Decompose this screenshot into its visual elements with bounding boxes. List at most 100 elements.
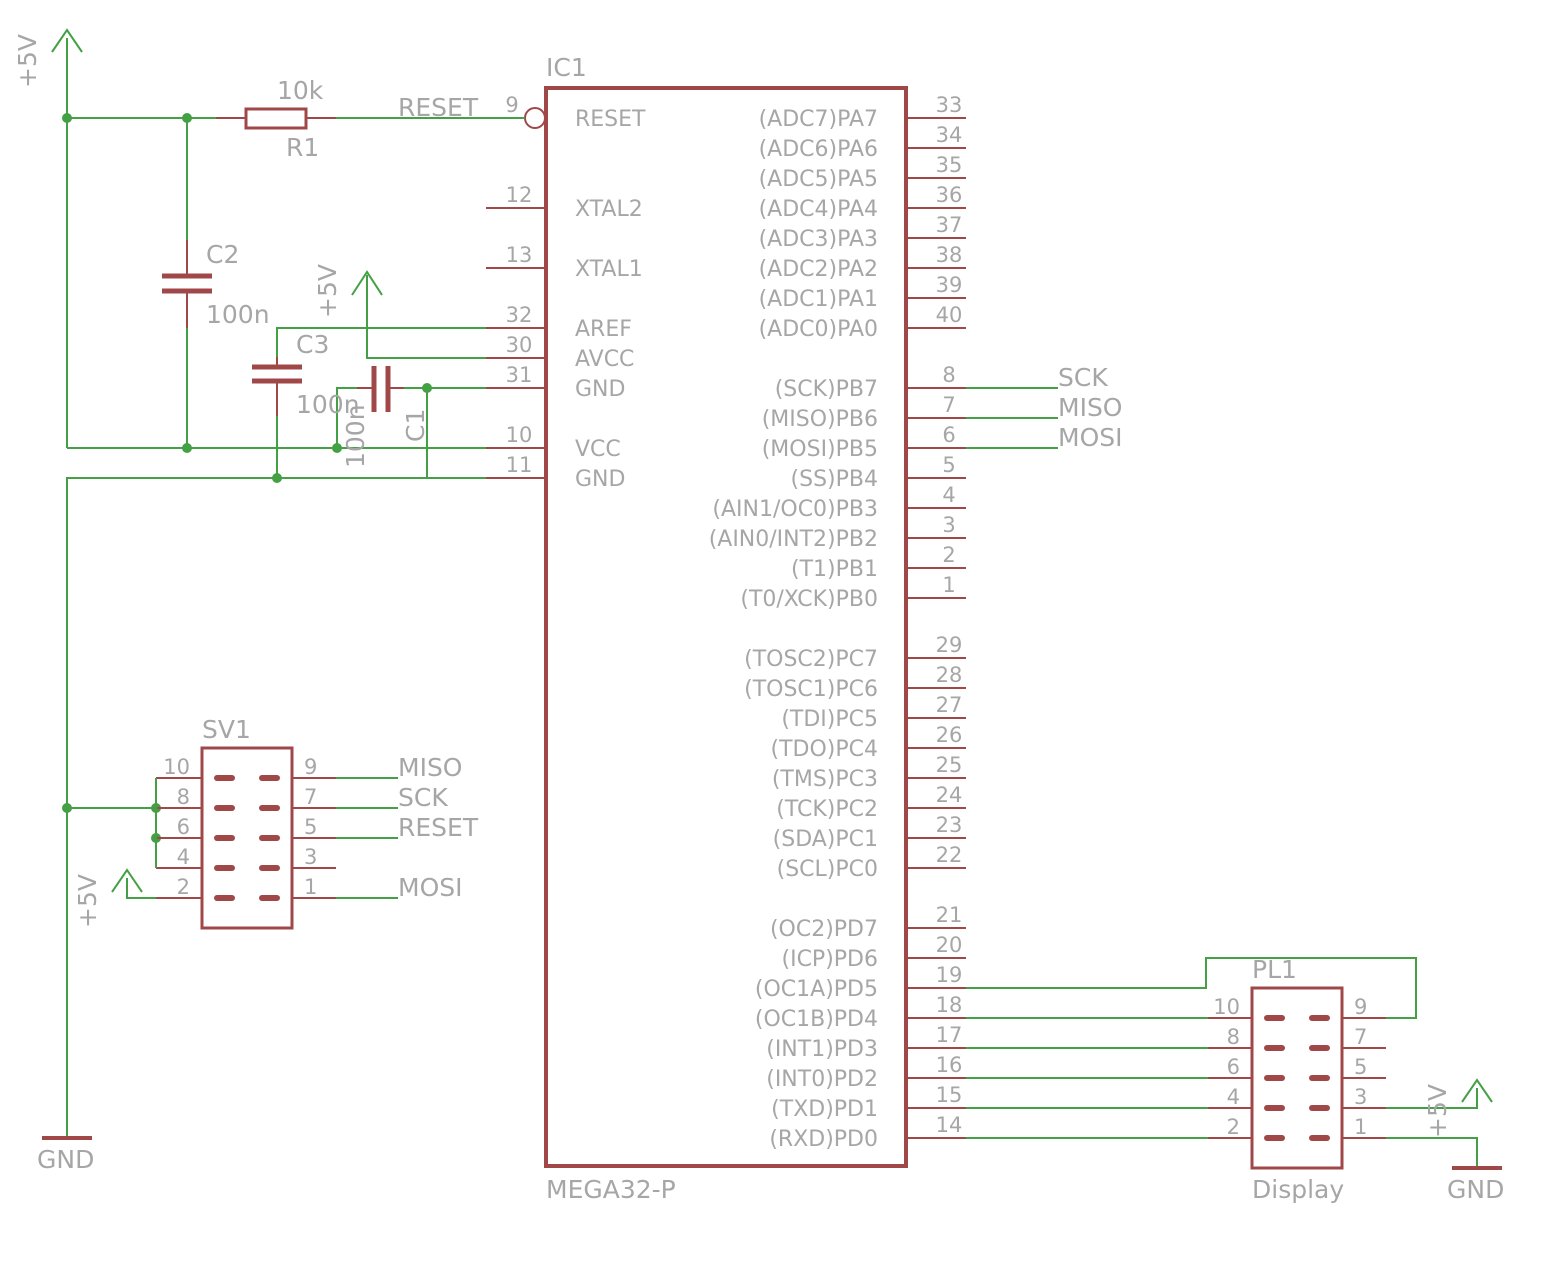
pl1-pin-number: 4 (1227, 1085, 1240, 1109)
ic1-pin-number: 15 (936, 1083, 963, 1107)
pl1-pin-number: 3 (1354, 1085, 1367, 1109)
pl1-pin-number: 8 (1227, 1025, 1240, 1049)
c1-ref: C1 (401, 409, 430, 442)
ic1-pin-number: 19 (936, 963, 963, 987)
ic1-pin-number: 23 (936, 813, 963, 837)
ic1-pin-number: 34 (936, 123, 963, 147)
ic1-pin-name: (ADC3)PA3 (759, 227, 878, 252)
reset-inversion-bubble (524, 107, 546, 129)
ic1-pin-number: 33 (936, 93, 963, 117)
ic1-pin-name: GND (575, 467, 625, 492)
ic1-pin-number: 26 (936, 723, 963, 747)
junction (182, 443, 192, 453)
c2-value: 100n (206, 300, 270, 329)
ic1-pin-name: (ADC5)PA5 (759, 167, 878, 192)
ic1-symbol: IC1 MEGA32-P RESET9XTAL212XTAL113AREF32A… (486, 53, 966, 1204)
pl1-pin-number: 5 (1354, 1055, 1367, 1079)
ic1-pin-name: (RXD)PD0 (769, 1127, 878, 1152)
ic1-pin-name: AREF (575, 317, 632, 342)
ic1-pin-name: (ICP)PD6 (782, 947, 879, 972)
capacitor-c2: C2 100n (162, 240, 270, 329)
sv1-pin-number: 9 (304, 755, 317, 779)
pl1-ref: PL1 (1252, 955, 1297, 984)
c3-value: 100n (296, 390, 360, 419)
ic1-pin-number: 28 (936, 663, 963, 687)
pl1-pin-number: 7 (1354, 1025, 1367, 1049)
ic1-pin-name: (ADC0)PA0 (759, 317, 878, 342)
vcc-label-pl1: +5V (1423, 1084, 1452, 1138)
ic1-pin-number: 39 (936, 273, 963, 297)
ic1-pin-number: 17 (936, 1023, 963, 1047)
ic1-pin-name: (ADC7)PA7 (759, 107, 878, 132)
ic1-pin-number: 13 (506, 243, 533, 267)
ic1-pin-name: VCC (575, 437, 621, 462)
spi-nets: SCK MISO MOSI (966, 363, 1123, 452)
ic1-pin-number: 29 (936, 633, 963, 657)
r1-body (244, 107, 308, 130)
ic1-pin-number: 32 (506, 303, 533, 327)
capacitor-c3: C3 100n (252, 330, 360, 419)
ic1-pin-name: GND (575, 377, 625, 402)
ic1-pin-number: 6 (942, 423, 955, 447)
ic1-pin-number: 40 (936, 303, 963, 327)
sv1-pin-number: 7 (304, 785, 317, 809)
ic1-right-pins: (ADC7)PA733(ADC6)PA634(ADC5)PA535(ADC4)P… (709, 93, 966, 1152)
ic1-pin-number: 24 (936, 783, 963, 807)
ic1-pin-name: (ADC1)PA1 (759, 287, 878, 312)
junction (332, 443, 342, 453)
net-label-mosi: MOSI (1058, 423, 1123, 452)
sv1-label-miso: MISO (398, 753, 463, 782)
ic1-pin-number: 14 (936, 1113, 963, 1137)
ic1-pin-name: (SCL)PC0 (777, 857, 878, 882)
ic1-pin-name: (T0/XCK)PB0 (740, 587, 878, 612)
ic1-pin-name: (ADC2)PA2 (759, 257, 878, 282)
ic1-pin-name: RESET (575, 107, 646, 132)
ic1-pin-name: (TDI)PC5 (781, 707, 878, 732)
ic1-pin-name: (OC2)PD7 (770, 917, 878, 942)
ic1-pin-number: 38 (936, 243, 963, 267)
sv1-pin-number: 5 (304, 815, 317, 839)
ic1-pin-name: (TOSC1)PC6 (744, 677, 878, 702)
ic1-value: MEGA32-P (546, 1175, 676, 1204)
vcc-label-sv1: +5V (73, 874, 102, 928)
pl1-gnd-wire (1386, 1137, 1478, 1166)
sv1-label-reset: RESET (398, 813, 479, 842)
ic1-pin-number: 21 (936, 903, 963, 927)
ic1-pin-name: (T1)PB1 (791, 557, 878, 582)
ic1-pin-name: XTAL1 (575, 257, 643, 282)
vcc-arrow-pl1 (1461, 1078, 1493, 1103)
ic1-pin-number: 2 (942, 543, 955, 567)
ic1-body (544, 86, 908, 1168)
ic1-pin-number: 7 (942, 393, 955, 417)
ic1-pin-number: 8 (942, 363, 955, 387)
gnd-label-left: GND (37, 1145, 94, 1174)
vcc-label-avcc: +5V (313, 264, 342, 318)
ic1-pin-name: AVCC (575, 347, 634, 372)
ic1-pin-number: 31 (506, 363, 533, 387)
vcc-arrow-avcc (351, 270, 383, 296)
junction (62, 113, 72, 123)
vcc-arrow-top (51, 28, 83, 53)
junction (182, 113, 192, 123)
ic1-pin-number: 30 (506, 333, 533, 357)
ic1-pin-name: (SDA)PC1 (773, 827, 878, 852)
ic1-pin-name: (OC1A)PD5 (755, 977, 878, 1002)
ic1-pin-number: 20 (936, 933, 963, 957)
ic1-pin-name: (TXD)PD1 (771, 1097, 878, 1122)
aref-wire (276, 327, 486, 357)
net-label-miso: MISO (1058, 393, 1123, 422)
ic1-pin-name: (MOSI)PB5 (762, 437, 878, 462)
ic1-pin-name: (SCK)PB7 (775, 377, 878, 402)
vcc-arrow-sv1 (111, 868, 143, 893)
r1-value: 10k (277, 76, 324, 105)
ic1-pin-name: XTAL2 (575, 197, 643, 222)
ic1-pin-number: 37 (936, 213, 963, 237)
ic1-pin-number: 22 (936, 843, 963, 867)
r1-ref: R1 (286, 133, 319, 162)
c2-ref: C2 (206, 240, 239, 269)
avcc-wire (366, 275, 486, 359)
ic1-pin-name: (SS)PB4 (791, 467, 878, 492)
